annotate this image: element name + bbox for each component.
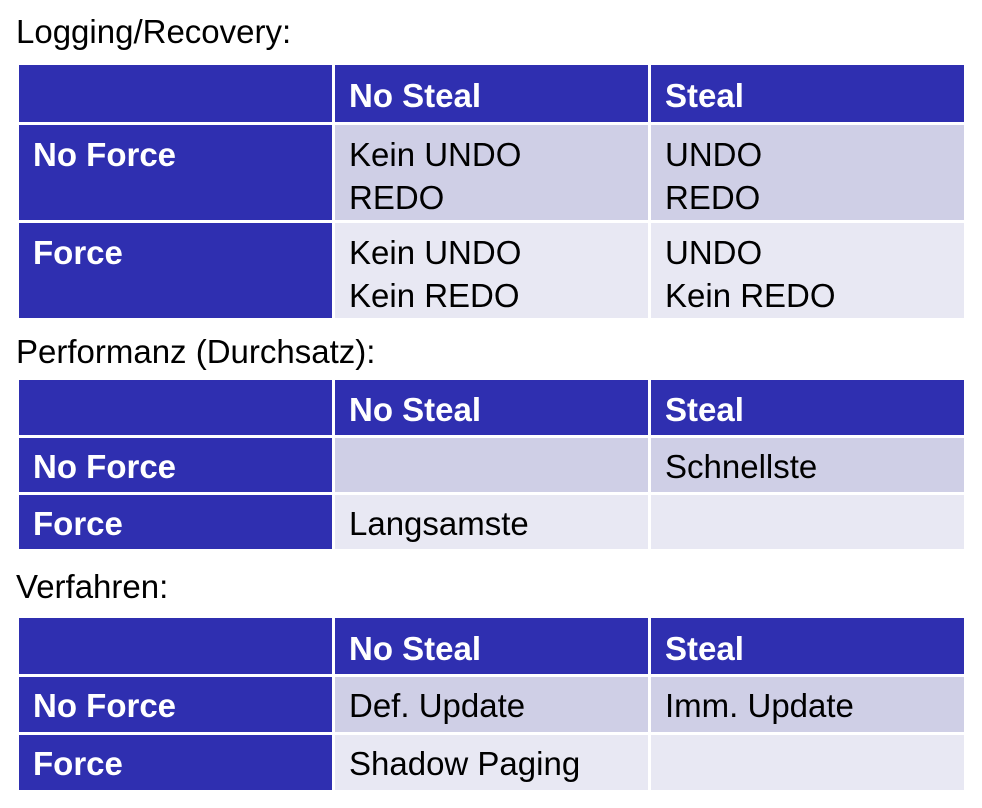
table-cell: UNDO REDO — [648, 122, 967, 223]
column-header-no-steal: No Steal — [332, 615, 651, 677]
cell-line: Def. Update — [349, 687, 526, 724]
table-cell: Schnellste — [648, 435, 967, 495]
corner-cell — [16, 62, 335, 125]
verfahren-table: No Steal Steal No Force Def. Update Imm.… — [16, 615, 967, 793]
column-header-steal: Steal — [648, 377, 967, 438]
section-heading-performanz: Performanz (Durchsatz): — [16, 333, 376, 370]
cell-line: Kein UNDO — [349, 234, 522, 271]
corner-cell — [16, 615, 335, 677]
corner-cell — [16, 377, 335, 438]
table-row: No Force Def. Update Imm. Update — [16, 674, 967, 735]
cell-line: REDO — [665, 179, 761, 216]
table-cell: Kein UNDO REDO — [332, 122, 651, 223]
table-row: Force Kein UNDO Kein REDO UNDO Kein REDO — [16, 220, 967, 321]
cell-line: Shadow Paging — [349, 745, 581, 782]
cell-line: Kein REDO — [349, 277, 520, 314]
table-header-row: No Steal Steal — [16, 377, 967, 438]
table-row: No Force Schnellste — [16, 435, 967, 495]
cell-line: Imm. Update — [665, 687, 854, 724]
table-header-row: No Steal Steal — [16, 62, 967, 125]
column-header-steal: Steal — [648, 62, 967, 125]
row-header-force: Force — [16, 492, 335, 552]
cell-line: Langsamste — [349, 505, 529, 542]
cell-line: UNDO — [665, 234, 763, 271]
table-cell: Imm. Update — [648, 674, 967, 735]
table-row: No Force Kein UNDO REDO UNDO REDO — [16, 122, 967, 223]
cell-line: Schnellste — [665, 448, 818, 485]
row-header-no-force: No Force — [16, 674, 335, 735]
column-header-no-steal: No Steal — [332, 62, 651, 125]
table-row: Force Langsamste — [16, 492, 967, 552]
cell-line: Kein REDO — [665, 277, 836, 314]
table-cell: Langsamste — [332, 492, 651, 552]
table-cell: Shadow Paging — [332, 732, 651, 793]
row-header-no-force: No Force — [16, 435, 335, 495]
table-cell: Kein UNDO Kein REDO — [332, 220, 651, 321]
table-cell — [648, 492, 967, 552]
cell-line: REDO — [349, 179, 445, 216]
table-row: Force Shadow Paging — [16, 732, 967, 793]
cell-line: Kein UNDO — [349, 136, 522, 173]
row-header-force: Force — [16, 732, 335, 793]
table-cell: UNDO Kein REDO — [648, 220, 967, 321]
section-heading-verfahren: Verfahren: — [16, 568, 169, 605]
logging-recovery-table: No Steal Steal No Force Kein UNDO REDO U… — [16, 62, 967, 321]
table-header-row: No Steal Steal — [16, 615, 967, 677]
table-cell: Def. Update — [332, 674, 651, 735]
table-cell — [332, 435, 651, 495]
cell-line: UNDO — [665, 136, 763, 173]
column-header-steal: Steal — [648, 615, 967, 677]
section-heading-logging-recovery: Logging/Recovery: — [16, 13, 292, 50]
row-header-force: Force — [16, 220, 335, 321]
row-header-no-force: No Force — [16, 122, 335, 223]
table-cell — [648, 732, 967, 793]
column-header-no-steal: No Steal — [332, 377, 651, 438]
performanz-table: No Steal Steal No Force Schnellste Force… — [16, 377, 967, 552]
